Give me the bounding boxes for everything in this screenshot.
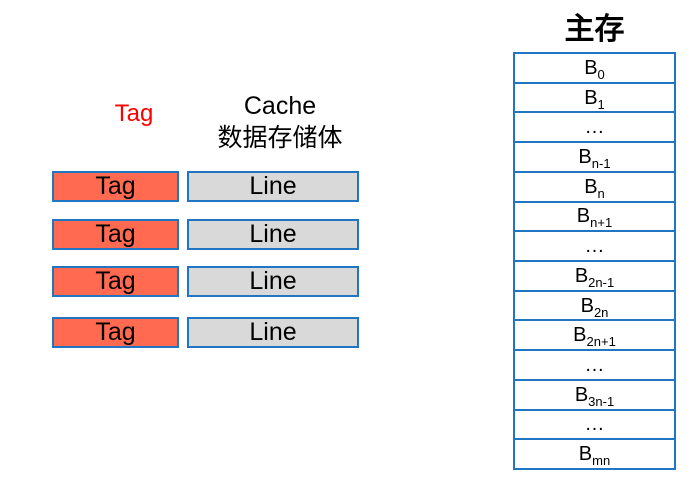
memory-block-label: … [584,354,605,377]
line-box: Line [187,219,359,250]
tag-box-label: Tag [95,318,136,346]
memory-block-label: … [584,235,605,258]
memory-block-row: Bn-1 [515,143,674,173]
line-box-label: Line [249,172,297,200]
memory-block-label: B2n-1 [574,264,615,290]
memory-block-row: B1 [515,84,674,114]
cache-header-line2: 数据存储体 [217,124,343,152]
memory-block-row: B2n-1 [515,262,674,292]
memory-block-label: Bn+1 [576,205,613,231]
tag-box: Tag [52,219,179,250]
memory-ellipsis-row: … [515,411,674,441]
tag-box: Tag [52,266,179,297]
line-box: Line [187,171,359,202]
memory-block-label: B0 [584,56,605,82]
memory-block-label: Bmn [578,443,611,469]
tag-column-header: Tag [114,100,154,127]
line-box-label: Line [249,267,297,295]
cache-column-header: Cache 数据存储体 [195,90,365,154]
memory-block-label: … [584,413,605,436]
memory-block-label: B2n [580,294,609,320]
memory-block-row: Bn [515,173,674,203]
main-memory-table: B0 B1 … Bn-1 Bn Bn+1 … B2n-1 B2n B2n+1 … [513,52,676,470]
cache-header-line1: Cache [243,92,317,120]
line-box: Line [187,266,359,297]
memory-block-label: B3n-1 [574,383,615,409]
memory-block-row: B2n+1 [515,321,674,352]
line-box: Line [187,317,359,348]
tag-box: Tag [52,317,179,348]
memory-block-label: B2n+1 [573,324,616,350]
memory-block-row: B0 [515,54,674,84]
memory-block-row: B2n [515,292,674,322]
tag-box: Tag [52,171,179,202]
memory-ellipsis-row: … [515,113,674,144]
line-box-label: Line [249,220,297,248]
memory-block-label: B1 [584,86,605,112]
memory-block-label: Bn-1 [578,146,611,172]
tag-box-label: Tag [95,172,136,200]
memory-block-label: … [584,116,605,139]
memory-block-label: Bn [584,175,605,201]
tag-box-label: Tag [95,220,136,248]
tag-box-label: Tag [95,267,136,295]
memory-ellipsis-row: … [515,351,674,381]
line-box-label: Line [249,318,297,346]
memory-block-row: Bn+1 [515,203,674,233]
memory-block-row: B3n-1 [515,381,674,411]
memory-block-row: Bmn [515,440,674,468]
main-memory-title: 主存 [564,13,625,46]
memory-ellipsis-row: … [515,232,674,263]
